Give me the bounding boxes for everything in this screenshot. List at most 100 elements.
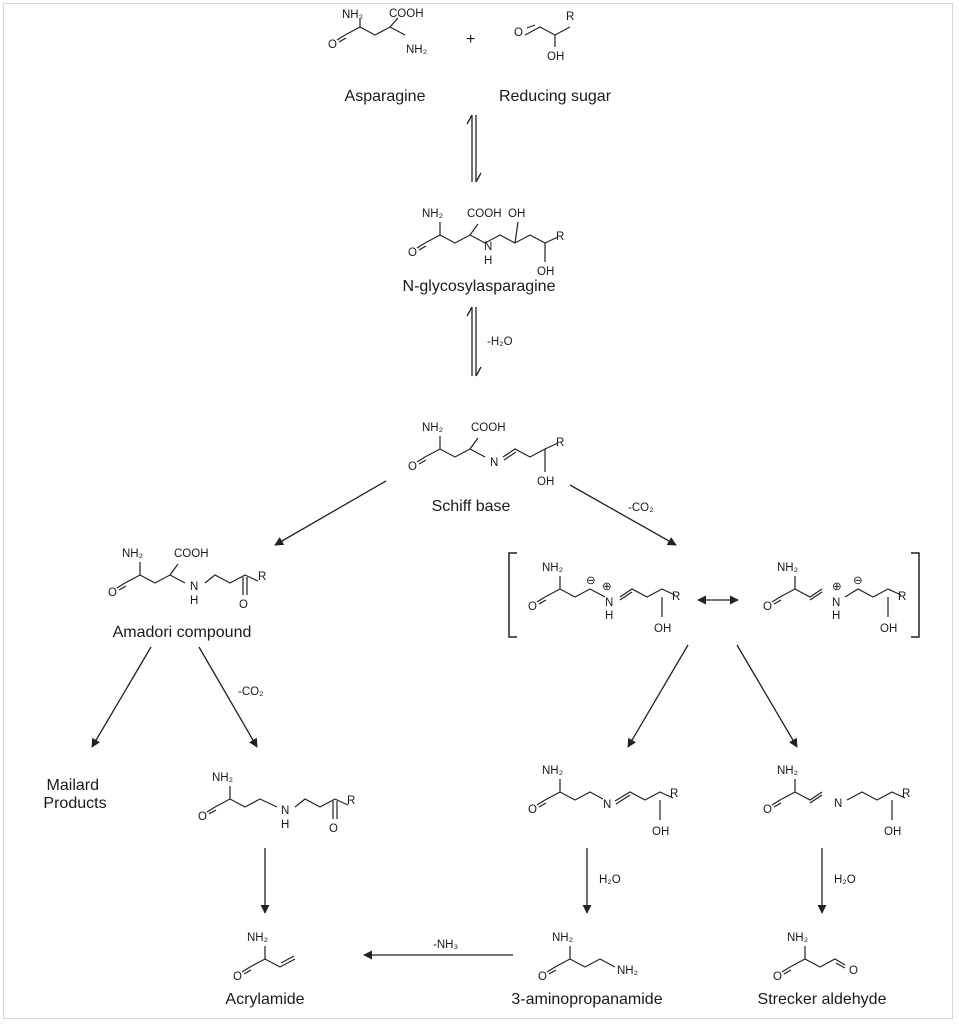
acrylamide-structure: NH₂ O xyxy=(233,932,296,983)
atom-n: N xyxy=(603,799,611,811)
atom-n: N xyxy=(490,457,498,469)
condition-hydrolysis-right: H₂O xyxy=(834,874,856,886)
atom-oh: OH xyxy=(884,826,901,838)
atom-o: O xyxy=(328,39,337,51)
atom-o: O xyxy=(198,811,207,823)
atom-cooh: COOH xyxy=(471,422,506,434)
atom-nh2: NH₂ xyxy=(247,932,268,944)
arrow-to-maillard xyxy=(91,646,152,748)
condition-dehydration: -H₂O xyxy=(487,336,513,348)
label-schiff-base: Schiff base xyxy=(432,498,511,515)
amadori-structure: NH₂ O COOH N H R O xyxy=(108,548,266,611)
atom-nh2: NH₂ xyxy=(422,208,443,220)
atom-r: R xyxy=(556,437,564,449)
atom-n: N xyxy=(832,597,840,609)
image-frame xyxy=(3,3,953,1019)
atom-h: H xyxy=(832,610,840,622)
atom-h: H xyxy=(605,610,613,622)
atom-n: N xyxy=(605,597,613,609)
atom-n: N xyxy=(190,581,198,593)
atom-r: R xyxy=(670,788,678,800)
atom-o: O xyxy=(408,247,417,259)
atom-r: R xyxy=(347,795,355,807)
aminopropanamide-structure: NH₂ O NH₂ xyxy=(538,932,638,983)
atom-o: O xyxy=(528,804,537,816)
atom-o: O xyxy=(108,587,117,599)
atom-nh2: NH₂ xyxy=(542,765,563,777)
arrow-to-azomethine-ylide xyxy=(569,484,677,546)
atom-r: R xyxy=(556,231,564,243)
equilibrium-arrow-1 xyxy=(466,114,482,183)
arrow-to-imine-right xyxy=(736,644,798,748)
atom-oh: OH xyxy=(508,208,525,220)
decarboxylated-schiff-base-structure: NH₂ O N R OH xyxy=(528,765,678,838)
atom-nh2: NH₂ xyxy=(212,772,233,784)
imine-tautomer-structure: NH₂ O N R OH xyxy=(763,765,910,838)
atom-o: O xyxy=(763,601,772,613)
atom-oh: OH xyxy=(652,826,669,838)
atom-o: O xyxy=(233,971,242,983)
atom-nh2: NH₂ xyxy=(122,548,143,560)
atom-nh2: NH₂ xyxy=(617,965,638,977)
condition-deamination: -NH₃ xyxy=(433,939,458,951)
reducing-sugar-structure: O R OH xyxy=(514,11,574,63)
label-n-glycosylasparagine: N-glycosylasparagine xyxy=(403,278,556,295)
label-reducing-sugar: Reducing sugar xyxy=(499,88,612,105)
atom-h: H xyxy=(484,255,492,267)
label-asparagine: Asparagine xyxy=(345,88,426,105)
condition-hydrolysis-left: H₂O xyxy=(599,874,621,886)
atom-r: R xyxy=(672,591,680,603)
decarboxylated-amadori-structure: NH₂ O N H R O xyxy=(198,772,355,835)
atom-n: N xyxy=(834,798,842,810)
n-glycosylasparagine-structure: NH₂ O COOH OH N H R OH xyxy=(408,208,564,278)
atom-o: O xyxy=(239,599,248,611)
atom-cooh: COOH xyxy=(389,8,424,20)
atom-nh2: NH₂ xyxy=(552,932,573,944)
atom-nh2: NH₂ xyxy=(787,932,808,944)
label-strecker-aldehyde: Strecker aldehyde xyxy=(758,991,887,1008)
minus-charge: ⊖ xyxy=(853,575,863,587)
atom-r: R xyxy=(898,591,906,603)
atom-r: R xyxy=(566,11,574,23)
minus-charge: ⊖ xyxy=(586,575,596,587)
strecker-aldehyde-structure: NH₂ O O xyxy=(773,932,858,983)
atom-o: O xyxy=(849,965,858,977)
label-maillard-products: Mailard Products xyxy=(43,777,106,812)
label-amadori-compound: Amadori compound xyxy=(113,624,252,641)
atom-o: O xyxy=(538,971,547,983)
equilibrium-arrow-2 xyxy=(466,306,482,377)
arrow-to-decarboxylated-amadori xyxy=(198,646,258,748)
arrow-to-amadori xyxy=(274,480,387,546)
plus-charge: ⊕ xyxy=(602,581,612,593)
atom-r: R xyxy=(258,571,266,583)
atom-o: O xyxy=(408,461,417,473)
condition-decarboxylation-left: -CO₂ xyxy=(238,686,264,698)
atom-o: O xyxy=(773,971,782,983)
atom-oh: OH xyxy=(537,476,554,488)
schiff-base-structure: NH₂ O COOH N R OH xyxy=(408,422,564,488)
plus-sign: + xyxy=(466,31,475,48)
atom-h: H xyxy=(190,595,198,607)
plus-charge: ⊕ xyxy=(832,581,842,593)
atom-nh2: NH₂ xyxy=(777,765,798,777)
atom-oh: OH xyxy=(880,623,897,635)
atom-h: H xyxy=(281,819,289,831)
atom-nh2: NH₂ xyxy=(777,562,798,574)
atom-oh: OH xyxy=(654,623,671,635)
atom-nh2: NH₂ xyxy=(342,9,363,21)
atom-nh2: NH₂ xyxy=(542,562,563,574)
atom-cooh: COOH xyxy=(174,548,209,560)
atom-o: O xyxy=(514,27,523,39)
label-3-aminopropanamide: 3-aminopropanamide xyxy=(511,991,662,1008)
atom-n: N xyxy=(281,805,289,817)
atom-r: R xyxy=(902,788,910,800)
atom-o: O xyxy=(528,601,537,613)
azomethine-ylide-resonance: NH₂ O ⊖ ⊕ N H R OH NH₂ O ⊕ ⊖ N H R OH xyxy=(508,552,920,638)
atom-oh: OH xyxy=(547,51,564,63)
atom-cooh: COOH xyxy=(467,208,502,220)
atom-o: O xyxy=(329,823,338,835)
atom-nh2: NH₂ xyxy=(406,44,427,56)
atom-oh: OH xyxy=(537,266,554,278)
asparagine-structure: NH₂ O COOH NH₂ xyxy=(328,8,427,56)
